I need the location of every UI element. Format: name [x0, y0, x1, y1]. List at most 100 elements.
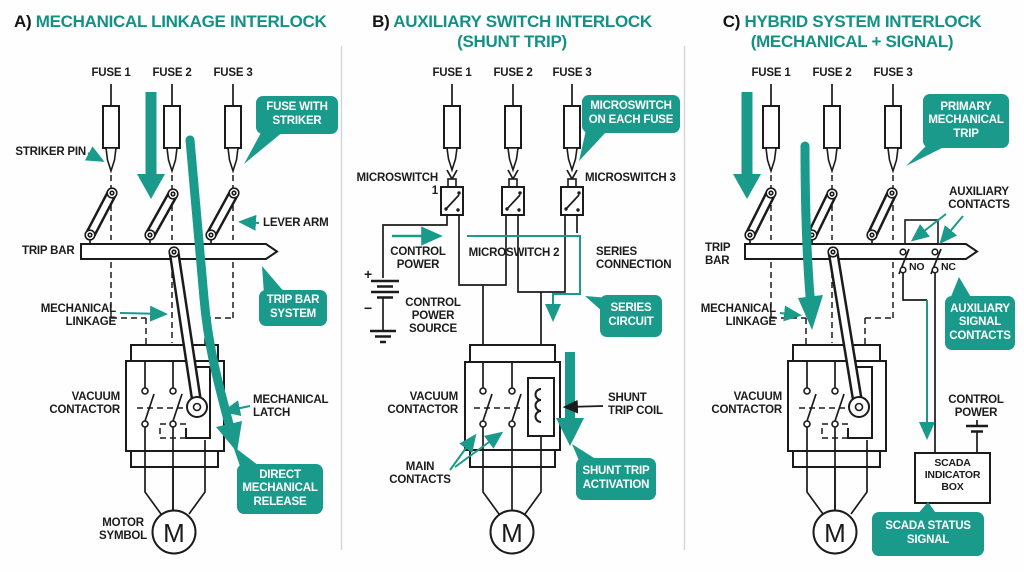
motor-letter-c: M	[824, 518, 846, 548]
callout-tail-primary-trip	[906, 144, 950, 166]
lever-arms-c	[744, 187, 898, 241]
panel-b-diagram	[370, 84, 621, 555]
vacuum-contactor-b	[464, 344, 561, 468]
striker-pin-arrow	[84, 146, 105, 162]
control-wiring	[382, 215, 578, 388]
fuse1-label-c: FUSE 1	[751, 67, 791, 79]
trip-swoosh-c	[800, 141, 815, 301]
callout-scada-status-signal: SCADA STATUS SIGNAL	[872, 512, 984, 556]
mechanical-linkage-bar-a	[168, 246, 208, 418]
control-power-symbol	[966, 420, 988, 453]
fuse1-label-a: FUSE 1	[91, 67, 131, 79]
callout-series-circuit: SERIES CIRCUIT	[600, 295, 662, 337]
panel-b-title: B) AUXILIARY SWITCH INTERLOCK(SHUNT TRIP…	[352, 12, 672, 52]
battery-symbol	[370, 279, 399, 344]
mechanical-latch-label: MECHANICAL LATCH	[253, 394, 329, 419]
striker-pin-label: STRIKER PIN	[15, 146, 86, 158]
mechanical-linkage-label-c: MECHANICAL LINKAGE	[700, 303, 777, 328]
fuse-symbols-c	[762, 84, 902, 174]
fuse2-label-c: FUSE 2	[812, 67, 852, 79]
panel-c-title-text: HYBRID SYSTEM INTERLOCK	[744, 12, 982, 31]
panel-a-title: A) MECHANICAL LINKAGE INTERLOCK	[14, 12, 344, 32]
panel-c-title: C) HYBRID SYSTEM INTERLOCK(MECHANICAL + …	[694, 12, 1010, 52]
panel-b-title-prefix: B)	[372, 12, 390, 31]
motor-symbol-a	[151, 509, 197, 555]
panel-c-title-line2: (MECHANICAL + SIGNAL)	[750, 32, 954, 52]
fuse1-label-b: FUSE 1	[432, 67, 472, 79]
nc-contact-label: NC	[941, 261, 956, 273]
battery-minus-sign: −	[364, 300, 373, 316]
no-contact-label: NO	[909, 261, 925, 273]
callout-tail-microswitch	[579, 130, 608, 161]
panel-b-title-text: AUXILIARY SWITCH INTERLOCK	[393, 12, 652, 31]
callout-tail-trip-bar-system	[262, 266, 286, 294]
motor-letter-a: M	[163, 518, 185, 548]
scada-indicator-box-label: SCADA INDICATOR BOX	[924, 457, 981, 493]
fuse2-label-b: FUSE 2	[493, 67, 533, 79]
mechanical-linkage-label-a: MECHANICAL LINKAGE	[40, 303, 117, 328]
trip-bar-label-a: TRIP BAR	[22, 245, 75, 257]
callout-tail-fuse-with-striker	[244, 131, 284, 164]
panel-c-diagram	[733, 84, 991, 555]
release-swoosh-a	[185, 135, 234, 429]
vacuum-contactor-label-a: VACUUM CONTACTOR	[49, 391, 120, 416]
signal-wiring	[902, 273, 936, 452]
trip-bar-label-c: TRIP BAR	[705, 242, 731, 267]
vacuum-contactor-c	[787, 344, 887, 511]
callout-tail-aux-signal	[950, 277, 972, 299]
main-contacts-arrow-1	[449, 433, 477, 471]
shunt-trip-coil-symbol	[527, 377, 555, 437]
lever-arms-a	[84, 187, 240, 241]
panel-a-diagram	[80, 84, 286, 555]
callout-fuse-with-striker: FUSE WITH STRIKER	[256, 96, 338, 134]
series-connection-label: SERIES CONNECTION	[596, 246, 672, 271]
mechanical-linkage-bar-c	[827, 246, 870, 418]
motor-letter-b: M	[501, 518, 523, 548]
microswitch-1-label: MICROSWITCH 1	[356, 172, 439, 197]
mechanical-linkage-arrow-a	[119, 305, 168, 322]
vacuum-contactor-label-c: VACUUM CONTACTOR	[711, 391, 782, 416]
main-contacts-label: MAIN CONTACTS	[389, 461, 451, 486]
control-power-label-c: CONTROL POWER	[948, 394, 1004, 419]
callout-trip-bar-system: TRIP BAR SYSTEM	[259, 290, 327, 326]
motor-symbol-c	[812, 509, 858, 555]
microswitch-3-label: MICROSWITCH 3	[585, 172, 676, 184]
battery-plus-sign: +	[364, 266, 373, 282]
mechanical-latch-arrow	[222, 400, 251, 416]
fuse-symbols-a	[102, 84, 242, 174]
lever-arm-arrow	[238, 214, 260, 231]
mechanical-linkage-arrow-c	[779, 305, 802, 322]
motor-symbol-label: MOTOR SYMBOL	[99, 517, 147, 542]
main-contacts-arrow-2	[454, 431, 504, 468]
panel-a-title-prefix: A)	[14, 12, 32, 31]
aux-contacts-arrow-2	[939, 215, 964, 245]
shunt-trip-coil-arrow	[562, 399, 604, 414]
fuse3-label-b: FUSE 3	[552, 67, 592, 79]
fuse3-label-c: FUSE 3	[873, 67, 913, 79]
scada-indicator-box	[914, 452, 991, 504]
motor-symbol-b	[489, 509, 535, 555]
control-power-label-b: CONTROL POWER	[390, 246, 446, 271]
microswitch-2-label: MICROSWITCH 2	[468, 247, 560, 259]
panel-b-title-line2: (SHUNT TRIP)	[457, 32, 567, 52]
trip-bar-symbol-c	[744, 243, 979, 260]
no-nc-contacts	[898, 248, 942, 452]
fuse2-label-a: FUSE 2	[152, 67, 192, 79]
vacuum-contactor-a	[125, 344, 225, 511]
vacuum-contactor-label-b: VACUUM CONTACTOR	[387, 391, 458, 416]
auxiliary-contacts-label: AUXILIARY CONTACTS	[948, 186, 1010, 211]
panel-c-title-prefix: C)	[722, 12, 741, 31]
aux-contacts-arrow-1	[910, 213, 947, 242]
microswitch-symbols	[440, 169, 584, 216]
shunt-trip-coil-label: SHUNT TRIP COIL	[608, 392, 663, 417]
control-power-source-label: CONTROL POWER SOURCE	[405, 297, 461, 335]
callout-direct-mechanical-release: DIRECT MECHANICAL RELEASE	[237, 464, 323, 514]
series-circuit-wire	[467, 235, 581, 322]
fuse3-label-a: FUSE 3	[213, 67, 253, 79]
striker-pin-symbol	[105, 147, 117, 174]
callout-microswitch-on-each-fuse: MICROSWITCH ON EACH FUSE	[582, 95, 680, 133]
callout-auxiliary-signal-contacts: AUXILIARY SIGNAL CONTACTS	[945, 296, 1015, 350]
callout-primary-mechanical-trip: PRIMARY MECHANICAL TRIP	[923, 94, 1009, 148]
